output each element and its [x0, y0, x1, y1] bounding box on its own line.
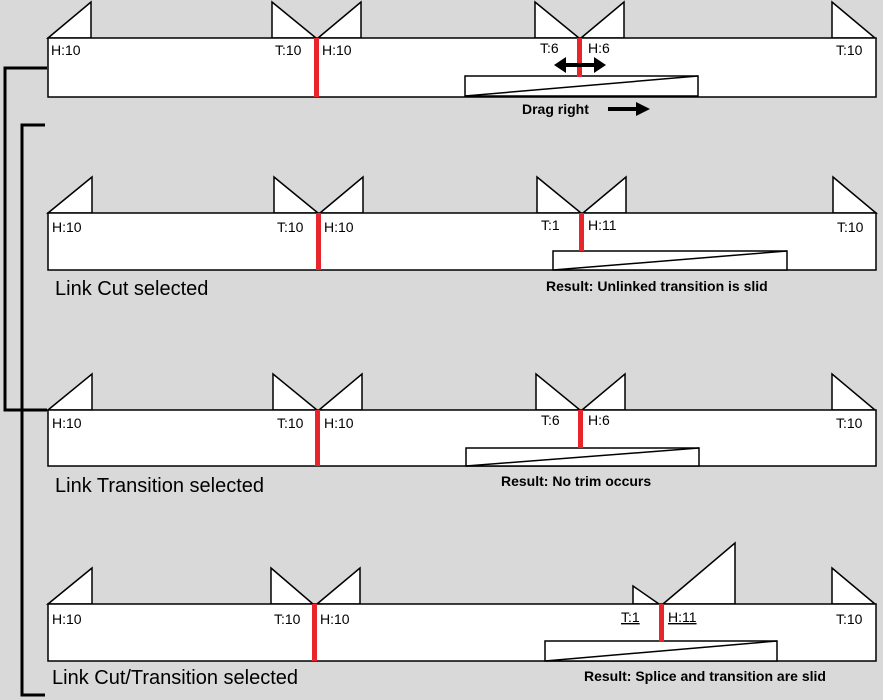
cut-tail-handle	[534, 0, 582, 39]
right-tail-handle	[832, 175, 879, 214]
transition-ramp	[464, 75, 699, 97]
left-head-label: H:10	[52, 415, 82, 431]
mid-tail-handle	[273, 175, 321, 214]
mid-tail-label: T:10	[274, 611, 301, 627]
mid-cut-marker	[315, 410, 320, 466]
row-caption: Link Transition selected	[55, 475, 264, 497]
row-caption: Link Cut/Transition selected	[52, 667, 298, 689]
left-head-label: H:10	[52, 611, 82, 627]
edit-cut-marker	[659, 604, 664, 642]
row-result: Result: Splice and transition are slid	[584, 668, 826, 684]
right-tail-label: T:10	[836, 42, 863, 58]
track-bar	[47, 409, 877, 467]
cut-tail-label: T:6	[540, 40, 559, 56]
cut-tail-label: T:1	[621, 609, 640, 625]
track-bar	[47, 37, 877, 98]
cut-tail-handle	[632, 584, 662, 605]
edit-cut-marker	[577, 38, 582, 77]
mid-head-label: H:10	[324, 415, 354, 431]
mid-head-label: H:10	[322, 42, 352, 58]
right-tail-label: T:10	[836, 415, 863, 431]
arrow-right-icon	[608, 102, 650, 116]
cut-tail-handle	[535, 372, 583, 411]
connector-brackets	[3, 66, 47, 697]
timeline-row-link-transition: H:10 T:10 H:10 T:6 H:6 T:10 Link Transit…	[45, 372, 878, 497]
mid-head-label: H:10	[324, 219, 354, 235]
cut-head-handle	[579, 372, 626, 411]
row-result: Result: Unlinked transition is slid	[546, 278, 768, 294]
double-arrow-icon	[554, 57, 606, 73]
left-head-handle	[45, 0, 92, 39]
transition-ramp	[465, 447, 700, 467]
cut-head-handle	[580, 175, 627, 214]
mid-tail-handle	[270, 566, 316, 605]
timeline-row-original: H:10 T:10 H:10 T:6 H:6 T:10 Drag right	[45, 0, 878, 117]
mid-tail-label: T:10	[275, 42, 302, 58]
mid-cut-marker	[314, 38, 319, 97]
cut-head-label: H:11	[668, 609, 697, 625]
inner-bracket	[20, 123, 45, 697]
transition-ramp	[544, 640, 778, 662]
timeline-row-link-cut: H:10 T:10 H:10 T:1 H:11 T:10 Link Cut se…	[45, 175, 879, 300]
timeline-row-link-cut-transition: H:10 T:10 H:10 T:1 H:11 T:10 Link Cut/Tr…	[45, 541, 878, 689]
left-head-handle	[45, 566, 93, 605]
cut-head-label: H:6	[588, 40, 610, 56]
transition-ramp	[552, 250, 788, 271]
right-tail-label: T:10	[836, 611, 863, 627]
cut-tail-handle	[536, 175, 584, 214]
cut-tail-label: T:6	[541, 412, 560, 428]
mid-tail-handle	[272, 372, 320, 411]
mid-tail-label: T:10	[277, 415, 304, 431]
cut-tail-label: T:1	[541, 217, 560, 233]
outer-bracket	[3, 66, 47, 412]
mid-head-handle	[317, 175, 364, 214]
cut-head-handle	[660, 541, 736, 605]
cut-head-label: H:6	[588, 412, 610, 428]
mid-cut-marker	[312, 604, 317, 661]
right-tail-handle	[831, 372, 878, 411]
drag-instruction: Drag right	[522, 101, 589, 117]
left-head-handle	[45, 175, 93, 214]
edit-cut-marker	[578, 410, 583, 448]
right-tail-handle	[831, 566, 878, 605]
edit-cut-marker	[579, 213, 584, 251]
row-result: Result: No trim occurs	[501, 473, 651, 489]
mid-tail-handle	[271, 0, 319, 39]
row-caption: Link Cut selected	[55, 278, 208, 300]
left-head-label: H:10	[52, 219, 82, 235]
left-head-label: H:10	[51, 42, 81, 58]
cut-head-label: H:11	[588, 217, 617, 233]
left-head-handle	[45, 372, 93, 411]
mid-head-label: H:10	[320, 611, 350, 627]
right-tail-label: T:10	[837, 219, 864, 235]
mid-tail-label: T:10	[277, 219, 304, 235]
mid-head-handle	[315, 0, 362, 39]
mid-head-handle	[316, 372, 363, 411]
cut-head-handle	[578, 0, 625, 39]
mid-cut-marker	[316, 213, 321, 270]
mid-head-handle	[314, 566, 361, 605]
right-tail-handle	[831, 0, 878, 39]
